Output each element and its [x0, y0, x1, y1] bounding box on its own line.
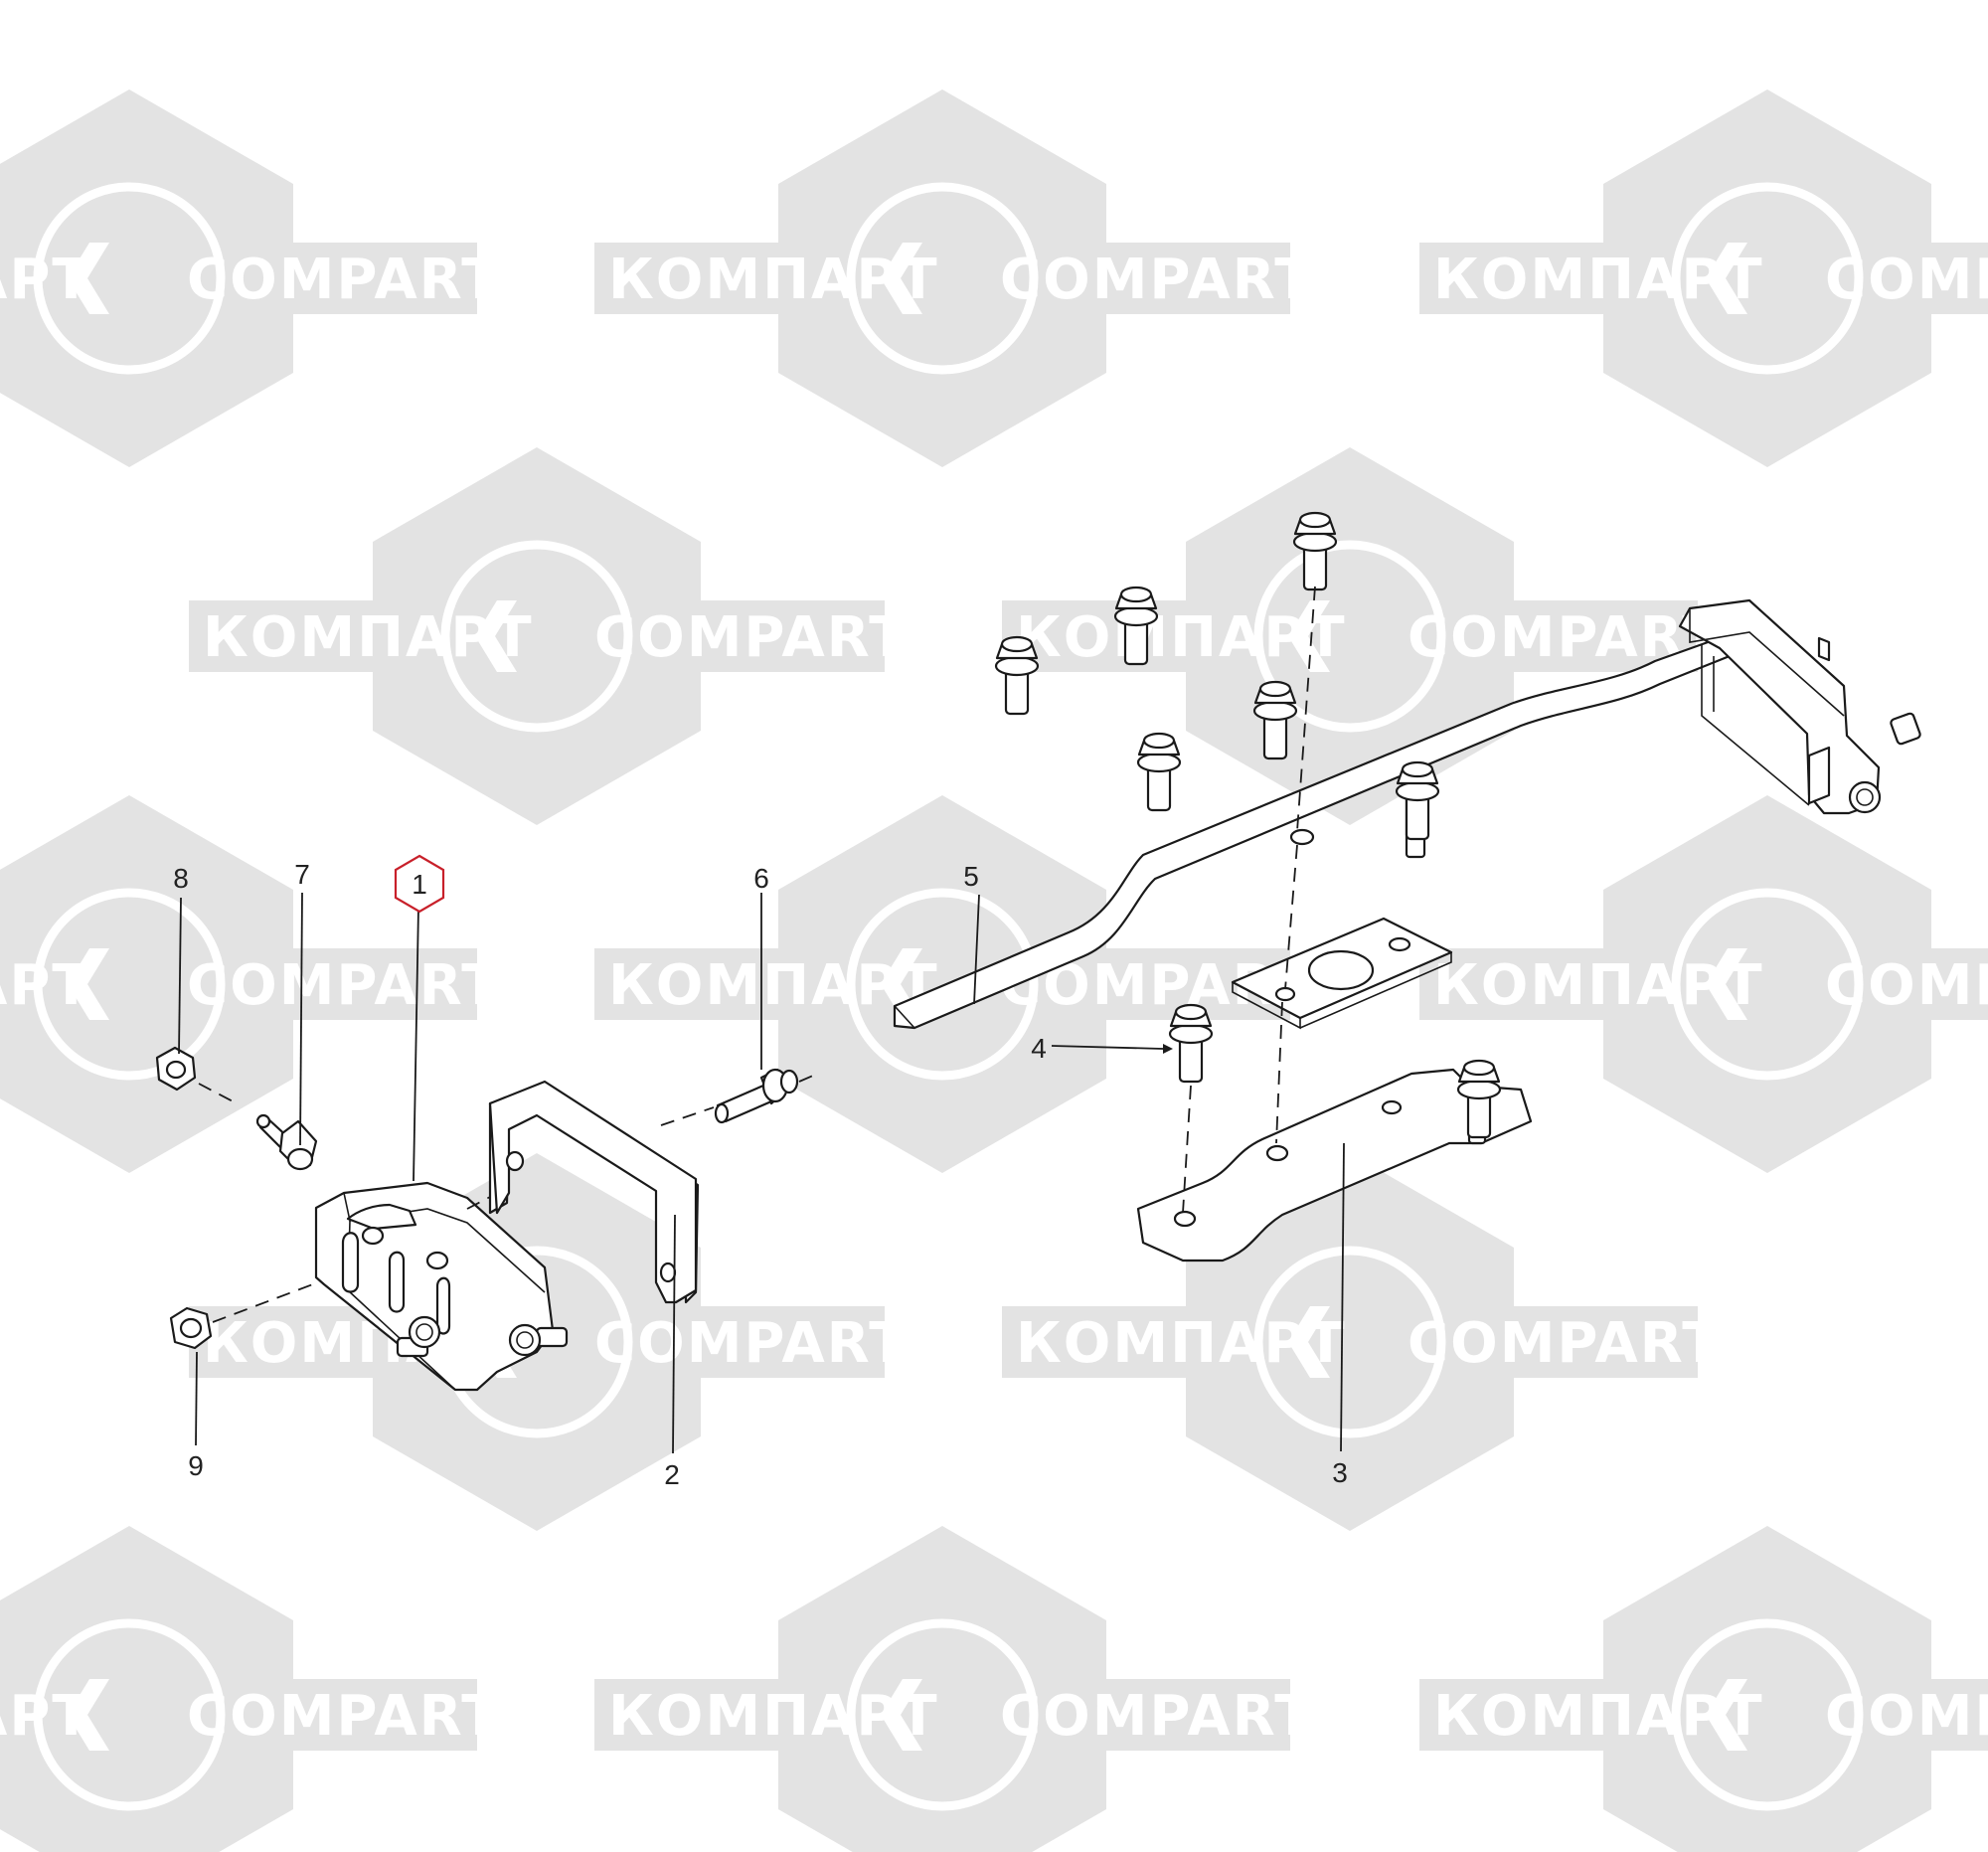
part-4-bolt[interactable]: [1168, 1003, 1214, 1084]
part-7-bolt[interactable]: [255, 1113, 318, 1171]
svg-text:КОМПАРТ: КОМПАРТ: [608, 1684, 939, 1749]
callout-6[interactable]: 6: [753, 863, 769, 894]
svg-text:КОМПАРТ: КОМПАРТ: [1433, 953, 1764, 1018]
svg-text:COMPART: COMPART: [1408, 1311, 1722, 1376]
callouts: 1 2 3 4 5 6 7 8 9: [173, 854, 1348, 1490]
part-6-bolt[interactable]: [714, 1068, 799, 1124]
callout-8[interactable]: 8: [173, 863, 189, 894]
svg-text:КОМПАРТ: КОМПАРТ: [1433, 1684, 1764, 1749]
svg-text:КОМПАРТ: КОМПАРТ: [0, 1684, 92, 1749]
callout-3[interactable]: 3: [1332, 1457, 1348, 1488]
part-3-gasket-plate[interactable]: [1231, 917, 1453, 1030]
callout-1-highlight-badge[interactable]: [394, 854, 445, 914]
svg-text:COMPART: COMPART: [1825, 1684, 1988, 1749]
callout-1[interactable]: 1: [394, 854, 445, 914]
alignment-lines-left: [198, 1075, 814, 1323]
svg-text:COMPART: COMPART: [1825, 953, 1988, 1018]
svg-text:COMPART: COMPART: [594, 1311, 909, 1376]
svg-text:КОМПАРТ: КОМПАРТ: [0, 248, 92, 312]
svg-text:КОМПАРТ: КОМПАРТ: [608, 953, 939, 1018]
svg-text:COMPART: COMPART: [1825, 248, 1988, 312]
leader-lines: [178, 892, 1345, 1454]
svg-text:КОМПАРТ: КОМПАРТ: [1016, 1311, 1347, 1376]
part-5-crossmember[interactable]: [893, 598, 1921, 1030]
svg-text:КОМПАРТ: КОМПАРТ: [0, 953, 92, 1018]
callout-7[interactable]: 7: [294, 859, 310, 890]
svg-text:КОМПАРТ: КОМПАРТ: [1841, 1311, 1988, 1376]
svg-text:COMPART: COMPART: [1000, 1684, 1314, 1749]
svg-text:КОМПАРТ: КОМПАРТ: [1433, 248, 1764, 312]
callout-5[interactable]: 5: [963, 861, 979, 892]
svg-text:КОМПАРТ: КОМПАРТ: [1016, 605, 1347, 670]
svg-text:COMPART: COMPART: [187, 1684, 501, 1749]
svg-text:COMPART: COMPART: [1000, 248, 1314, 312]
callout-9[interactable]: 9: [188, 1450, 204, 1481]
part-1-engine-mount[interactable]: [314, 1181, 569, 1392]
callout-2[interactable]: 2: [664, 1459, 680, 1490]
alignment-lines-right: [1182, 586, 1316, 1214]
svg-text:1: 1: [412, 869, 427, 900]
part-8-nut[interactable]: [155, 1046, 197, 1092]
svg-text:COMPART: COMPART: [594, 605, 909, 670]
part-3-lower-bracket[interactable]: [1136, 1059, 1533, 1263]
watermark-labels: КОМПАРТ COMPART КОМПАРТ COMPART КОМПАРТ …: [0, 248, 1988, 1749]
svg-text:КОМПАРТ: КОМПАРТ: [203, 605, 534, 670]
svg-text:COMPART: COMPART: [187, 953, 501, 1018]
svg-text:КОМПАРТ: КОМПАРТ: [1841, 605, 1988, 670]
part-9-nut[interactable]: [169, 1306, 213, 1350]
svg-text:КОМПАРТ: КОМПАРТ: [608, 248, 939, 312]
watermark-layer: КОМПАРТ COMPART КОМПАРТ COMPART КОМПАРТ …: [0, 89, 1988, 1852]
svg-text:COMPART: COMPART: [187, 248, 501, 312]
callout-4[interactable]: 4: [1031, 1033, 1047, 1064]
